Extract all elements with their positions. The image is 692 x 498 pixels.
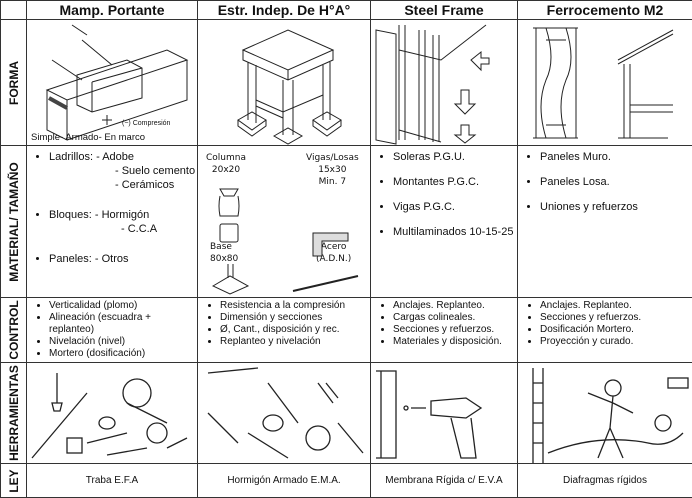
row-label-herramientas: HERRAMIENTAS: [1, 363, 27, 464]
list-item: Dimensión y secciones: [220, 312, 370, 324]
control-steel: Anclajes. Replanteo. Cargas colineales. …: [371, 298, 518, 363]
forma-steel: [371, 20, 518, 146]
list-item: Vigas P.G.C.: [393, 200, 517, 214]
forma-mamp: (−) Compresión Simple- Armado- En marco: [27, 20, 198, 146]
row-label-ley: LEY: [1, 464, 27, 498]
list-item: Resistencia a la compresión: [220, 300, 370, 312]
forma-ferro: [518, 20, 692, 146]
list-item: Montantes P.G.C.: [393, 175, 517, 189]
material-steel-list: Soleras P.G.U. Montantes P.G.C. Vigas P.…: [371, 150, 517, 239]
list-item: Verticalidad (plomo): [49, 300, 197, 312]
header-estr: Estr. Indep. De H°A°: [198, 1, 371, 20]
control-estr: Resistencia a la compresión Dimensión y …: [198, 298, 371, 363]
list-item: Paneles Muro.: [540, 150, 692, 164]
ferrocement-sketch: [518, 20, 692, 146]
material-mamp: Ladrillos: - Adobe- Suelo cemento- Cerám…: [27, 146, 198, 298]
list-item: Mortero (dosificación): [49, 348, 197, 360]
list-item: Ø, Cant., disposición y rec.: [220, 324, 370, 336]
material-steel: Soleras P.G.U. Montantes P.G.C. Vigas P.…: [371, 146, 518, 298]
tools-estr: [198, 363, 371, 464]
steel-frame-sketch: [371, 20, 518, 146]
row-label-control: CONTROL: [1, 298, 27, 363]
forma-estr: [198, 20, 371, 146]
row-label-forma: FORMA: [1, 20, 27, 146]
list-item: Anclajes. Replanteo.: [540, 300, 692, 312]
list-item: Cargas colineales.: [393, 312, 517, 324]
masonry-sketch: [27, 20, 198, 146]
concrete-tools-sketch: [198, 363, 371, 464]
control-ferro: Anclajes. Replanteo. Secciones y refuerz…: [518, 298, 692, 363]
row-label-material: MATERIAL/ TAMAÑO: [1, 146, 27, 298]
corner-cell: [1, 1, 27, 20]
list-item: Paneles Losa.: [540, 175, 692, 189]
ley-estr: Hormigón Armado E.M.A.: [198, 464, 371, 498]
list-item: Nivelación (nivel): [49, 336, 197, 348]
list-item: Anclajes. Replanteo.: [393, 300, 517, 312]
steel-tools-sketch: [371, 363, 518, 464]
list-item: Dosificación Mortero.: [540, 324, 692, 336]
list-item: Replanteo y nivelación: [220, 336, 370, 348]
list-item: Secciones y refuerzos.: [393, 324, 517, 336]
list-item: Secciones y refuerzos.: [540, 312, 692, 324]
tools-steel: [371, 363, 518, 464]
list-item: Paneles: - Otros: [49, 252, 197, 266]
elements-sketch: [198, 146, 371, 298]
control-mamp: Verticalidad (plomo) Alineación (escuadr…: [27, 298, 198, 363]
material-ferro-list: Paneles Muro. Paneles Losa. Uniones y re…: [518, 150, 692, 214]
list-item: Alineación (escuadra + replanteo): [49, 312, 197, 336]
list-item: Ladrillos: - Adobe- Suelo cemento- Cerám…: [49, 150, 197, 192]
list-item: Bloques: - Hormigón- C.C.A: [49, 208, 197, 236]
list-item: Proyección y curado.: [540, 336, 692, 348]
ferrocement-tools-sketch: [518, 363, 692, 464]
list-item: Multilaminados 10-15-25: [393, 225, 517, 239]
list-item: Soleras P.G.U.: [393, 150, 517, 164]
header-ferro: Ferrocemento M2: [518, 1, 692, 20]
ley-ferro: Diafragmas rígidos: [518, 464, 692, 498]
list-item: Materiales y disposición.: [393, 336, 517, 348]
concrete-frame-sketch: [198, 20, 371, 146]
ley-steel: Membrana Rígida c/ E.V.A: [371, 464, 518, 498]
list-item: Uniones y refuerzos: [540, 200, 692, 214]
tools-ferro: [518, 363, 692, 464]
header-steel: Steel Frame: [371, 1, 518, 20]
material-mamp-list: Ladrillos: - Adobe- Suelo cemento- Cerám…: [27, 150, 197, 266]
tools-mamp: [27, 363, 198, 464]
masonry-tools-sketch: [27, 363, 198, 464]
header-mamp: Mamp. Portante: [27, 1, 198, 20]
material-ferro: Paneles Muro. Paneles Losa. Uniones y re…: [518, 146, 692, 298]
ley-mamp: Traba E.F.A: [27, 464, 198, 498]
